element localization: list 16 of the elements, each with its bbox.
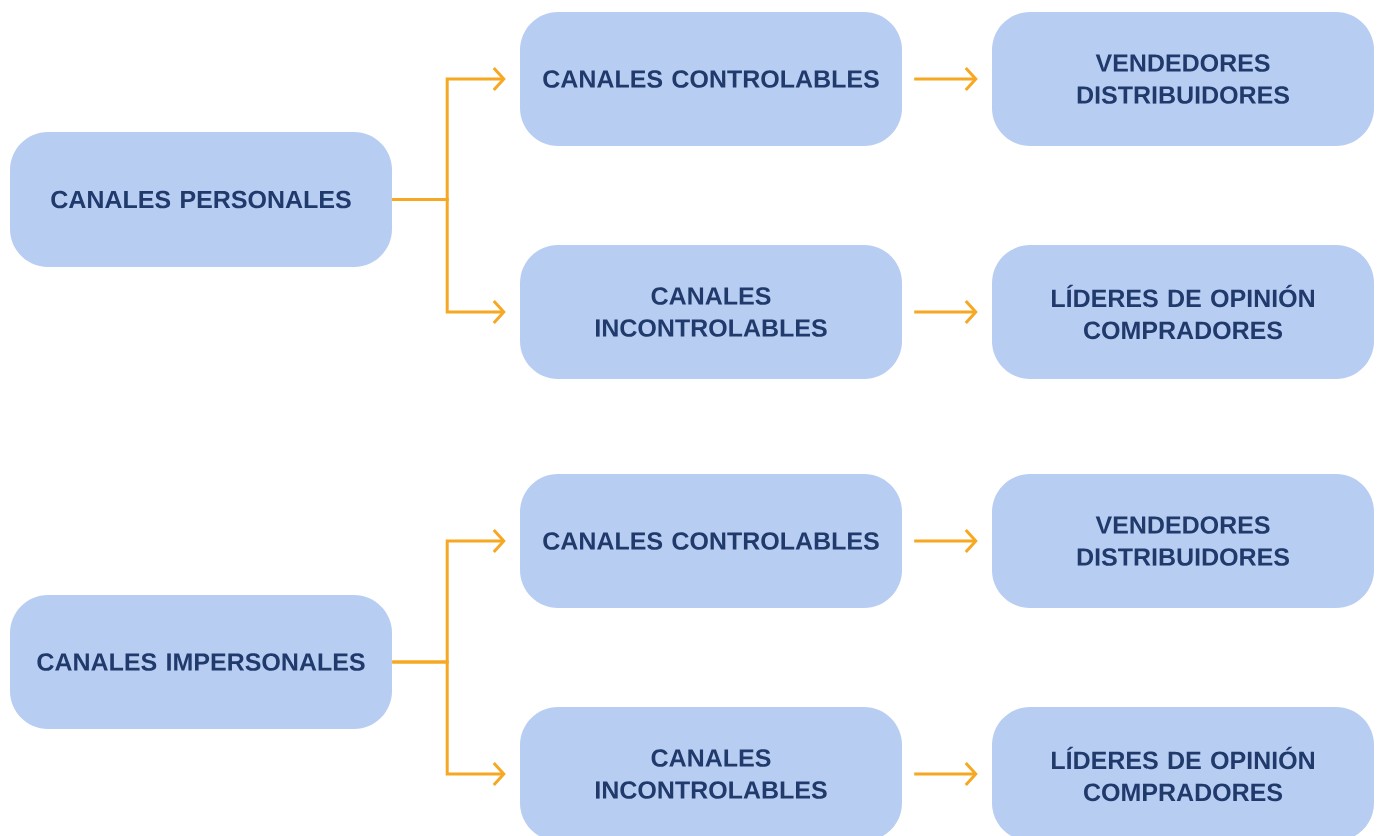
channel-box: LÍDERES DE OPINIÓN COMPRADORES bbox=[992, 245, 1374, 379]
channel-box: CANALES INCONTROLABLES bbox=[520, 707, 902, 836]
arrow bbox=[914, 67, 978, 91]
channel-box: LÍDERES DE OPINIÓN COMPRADORES bbox=[992, 707, 1374, 836]
arrow bbox=[914, 762, 978, 786]
channel-box: CANALES INCONTROLABLES bbox=[520, 245, 902, 379]
category-box: CANALES PERSONALES bbox=[10, 132, 392, 267]
arrow bbox=[392, 198, 506, 324]
channel-box: VENDEDORES DISTRIBUIDORES bbox=[992, 12, 1374, 146]
arrow bbox=[392, 660, 506, 786]
channel-box: CANALES CONTROLABLES bbox=[520, 474, 902, 608]
category-box: CANALES IMPERSONALES bbox=[10, 595, 392, 729]
channel-box: VENDEDORES DISTRIBUIDORES bbox=[992, 474, 1374, 608]
channel-box: CANALES CONTROLABLES bbox=[520, 12, 902, 146]
arrow bbox=[914, 300, 978, 324]
arrow bbox=[914, 529, 978, 553]
